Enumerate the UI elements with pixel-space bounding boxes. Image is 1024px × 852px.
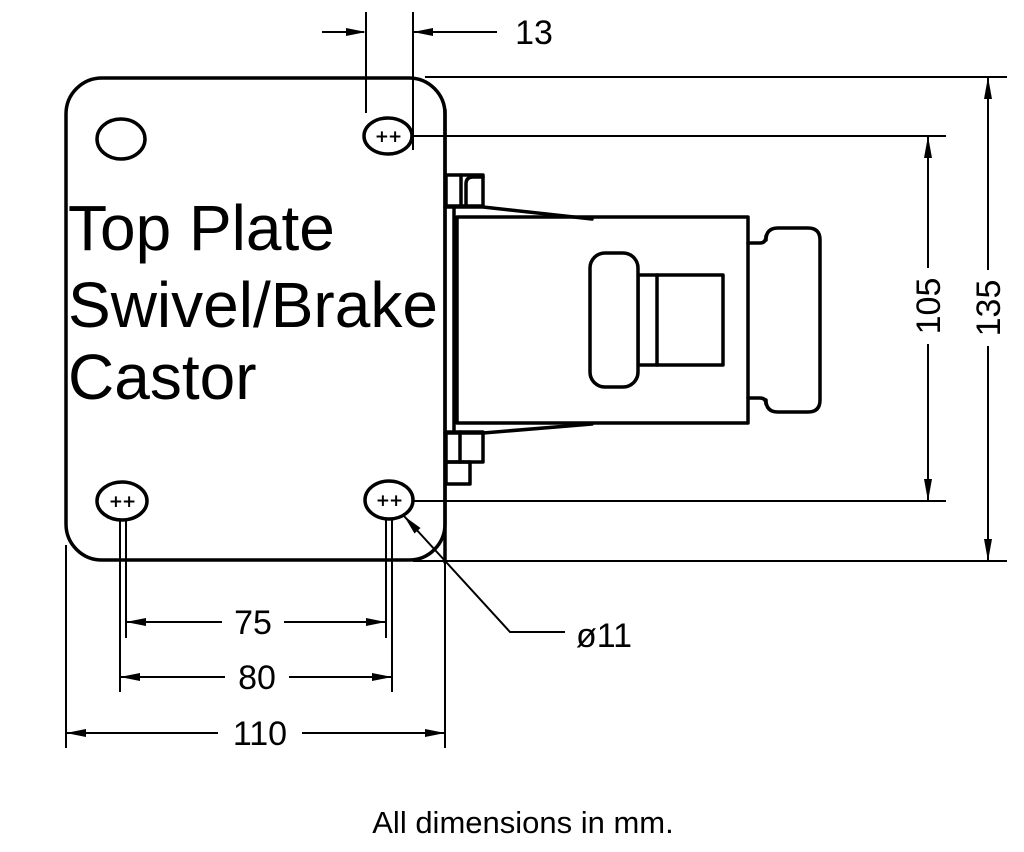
dimension-hole-pitch-vertical: 105 (412, 135, 948, 502)
dimension-value-75: 75 (234, 604, 272, 642)
title-line-1: Top Plate (68, 192, 335, 264)
plate-plan-view: ++ ++ ++ Top Plate Swivel/Brake Castor (64, 76, 447, 562)
dimension-value-135: 135 (970, 280, 1008, 337)
arrow-left-icon (66, 729, 86, 737)
arrow-right-icon (346, 28, 366, 36)
housing-top-taper (443, 205, 594, 221)
arrow-left-icon (120, 673, 140, 681)
dimension-value-105: 105 (910, 278, 948, 335)
leader-hole-diameter: ø11 (403, 515, 632, 655)
dimension-plate-length: 135 (413, 76, 1008, 562)
arrow-up-icon (984, 77, 992, 99)
arrow-left-icon (126, 618, 146, 626)
axle-hub-block (636, 273, 725, 367)
dimension-value-hole-diameter: ø11 (576, 617, 632, 655)
hole-marker-bottom-left: ++ (109, 492, 136, 512)
dimension-plate-width: 110 (65, 545, 445, 753)
title-line-3: Castor (68, 341, 257, 413)
kingpin-nut-bottom (444, 430, 485, 486)
hole-marker-top-right: ++ (375, 127, 402, 147)
hole-marker-bottom-right: ++ (376, 491, 403, 511)
hole-center-extension-lines (119, 520, 393, 692)
arrow-up-icon (924, 136, 932, 158)
leader-line (403, 515, 565, 633)
arrow-up-left-icon (404, 516, 421, 534)
dimension-hole-pitch-inner: 75 (126, 604, 386, 642)
dimension-value-80: 80 (238, 659, 276, 697)
mounting-hole-bottom-left (95, 480, 149, 522)
title-line-2: Swivel/Brake (68, 269, 438, 341)
mounting-hole-top-left (95, 117, 147, 161)
castor-side-view (443, 108, 822, 748)
arrow-down-icon (984, 539, 992, 561)
brake-pedal (746, 226, 822, 414)
arrow-left-icon (413, 28, 433, 36)
arrow-right-icon (425, 729, 445, 737)
dimension-value-13: 13 (515, 14, 553, 52)
arrow-right-icon (366, 618, 386, 626)
kingpin-nut-top (444, 173, 485, 208)
dimension-hole-pitch-outer: 80 (120, 659, 392, 697)
arrow-right-icon (372, 673, 392, 681)
dimension-slot-length: 13 (322, 12, 553, 150)
swivel-housing-body (455, 215, 750, 425)
footer-note: All dimensions in mm. (372, 805, 673, 840)
wheel-boss (588, 251, 640, 389)
plate-title-label: Top Plate Swivel/Brake Castor (68, 192, 438, 413)
arrow-down-icon (924, 479, 932, 501)
dimension-value-110: 110 (233, 715, 287, 753)
